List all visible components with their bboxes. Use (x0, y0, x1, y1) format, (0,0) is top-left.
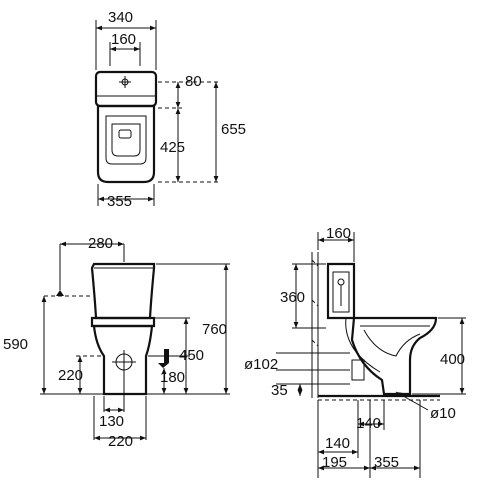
top-view-bowl (96, 104, 156, 184)
dim-590-label: 590 (3, 336, 28, 353)
dim-450-label: 450 (179, 347, 204, 364)
top-view: 340 160 80 425 655 355 (94, 9, 246, 210)
dim-655-label: 655 (221, 121, 246, 138)
front-view: 280 590 760 450 220 180 130 220 (3, 235, 230, 450)
dim-160-side-label: 160 (326, 225, 351, 242)
dim-220-bottom-label: 220 (108, 433, 133, 450)
side-view: 160 360 400 ø102 35 140 ø10 140 195 355 (244, 225, 466, 478)
dim-425-label: 425 (160, 139, 185, 156)
dim-340-label: 340 (108, 9, 133, 26)
dim-400-label: 400 (440, 351, 465, 368)
dim-d10-label: ø10 (430, 405, 456, 422)
dim-180-label: 180 (160, 369, 185, 386)
dim-220-left-label: 220 (58, 367, 83, 384)
dim-195-label: 195 (322, 454, 347, 471)
dim-160-label: 160 (111, 31, 136, 48)
top-view-center-mark (119, 76, 131, 88)
dim-360-label: 360 (280, 289, 305, 306)
dim-35-label: 35 (271, 382, 288, 399)
dim-d102-label: ø102 (244, 356, 278, 373)
dim-760-label: 760 (202, 321, 227, 338)
dim-355-side-label: 355 (374, 454, 399, 471)
dim-130-label: 130 (99, 413, 124, 430)
top-view-tank (94, 70, 158, 108)
dim-355-top-label: 355 (107, 193, 132, 210)
front-view-tank (90, 262, 156, 320)
front-view-bowl (92, 324, 154, 396)
dim-140-a-label: 140 (356, 415, 381, 432)
dim-80-label: 80 (185, 73, 202, 90)
top-view-seat (105, 115, 147, 165)
side-view-bowl (350, 316, 438, 396)
dim-280-label: 280 (88, 235, 113, 252)
side-view-wall (311, 252, 319, 398)
dim-140-b-label: 140 (325, 435, 350, 452)
